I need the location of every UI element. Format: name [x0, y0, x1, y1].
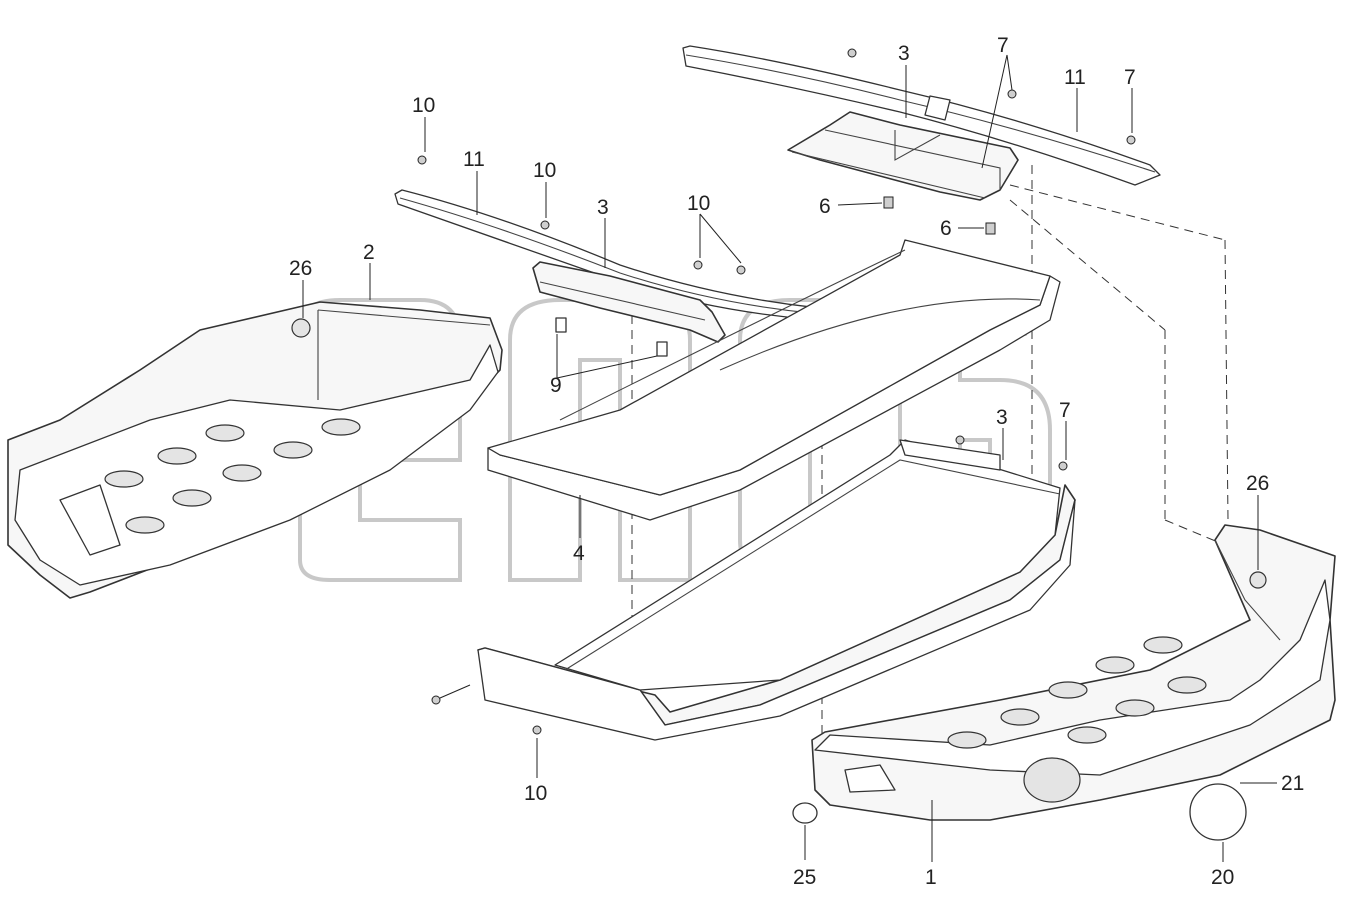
callout-20: 20: [1211, 866, 1234, 889]
callout-11-mid: 11: [463, 148, 485, 171]
callout-11-top: 11: [1064, 66, 1086, 89]
callout-1: 1: [925, 866, 937, 889]
part-2-left-step: [7, 301, 503, 599]
callout-25: 25: [793, 866, 816, 889]
lower-frame-tray: [477, 439, 1076, 741]
callout-10-top-left: 10: [412, 94, 435, 117]
callout-3-top: 3: [898, 42, 910, 65]
mid-floor-panel: [487, 239, 1061, 521]
callout-7-low: 7: [1059, 399, 1071, 422]
callout-2: 2: [363, 241, 375, 264]
callout-10-mid-a: 10: [533, 159, 556, 182]
part-3-top-bracket: [787, 111, 1019, 201]
callout-3-mid: 3: [597, 196, 609, 219]
part-20-cover: [1189, 783, 1247, 841]
part-1-right-step: [811, 524, 1336, 821]
callout-3-low: 3: [996, 406, 1008, 429]
part-26-right-plug: [1249, 571, 1267, 589]
part-26-left-plug: [291, 318, 311, 338]
callout-26-left: 26: [289, 257, 312, 280]
part-3-mid-bracket: [532, 261, 726, 357]
part-9-clip-b: [656, 341, 668, 357]
callout-9: 9: [550, 374, 562, 397]
callout-4: 4: [573, 542, 585, 565]
leader-lines: [302, 54, 1277, 862]
loose-parts: [792, 196, 1247, 841]
part-6-clip-b: [985, 222, 996, 235]
callouts: 3 7 11 7 10 11 10 3 10 6 6 26 2 9 3 7 4 …: [289, 34, 1304, 889]
part-11-top-rail: [682, 45, 1161, 186]
callout-7-top-a: 7: [997, 34, 1009, 57]
callout-26-right: 26: [1246, 472, 1269, 495]
callout-10-mid-b: 10: [687, 192, 710, 215]
callout-6-a: 6: [819, 195, 831, 218]
callout-21: 21: [1281, 772, 1304, 795]
fasteners: [417, 48, 1136, 735]
callout-10-bottom: 10: [524, 782, 547, 805]
callout-7-top-b: 7: [1124, 66, 1136, 89]
part-9-clip-a: [555, 317, 567, 333]
part-6-clip-a: [883, 196, 894, 209]
callout-6-b: 6: [940, 217, 952, 240]
part-25-cap: [792, 802, 818, 824]
